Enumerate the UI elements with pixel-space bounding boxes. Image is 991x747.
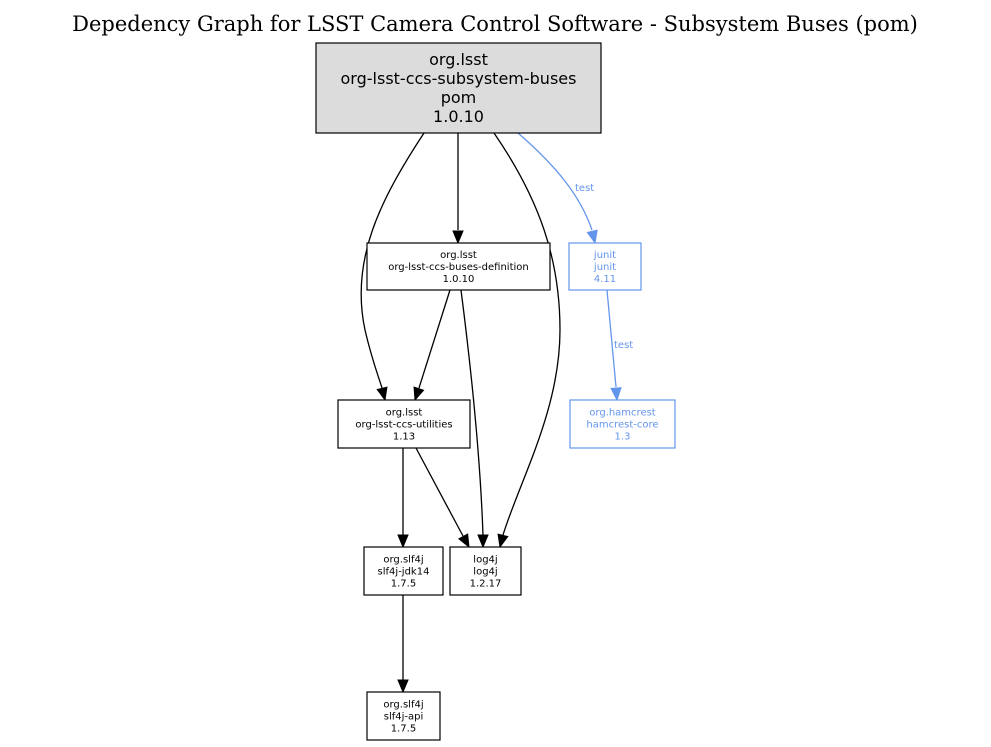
nodes-layer: org.lsstorg-lsst-ccs-subsystem-busespom1… <box>315 42 676 741</box>
node-box <box>366 242 551 291</box>
edge-label: test <box>575 183 594 194</box>
edge-line <box>418 289 451 389</box>
node-group-id: org.lsst <box>386 408 423 419</box>
edge-line <box>460 289 484 536</box>
node-box <box>315 42 602 134</box>
node-version: 1.3 <box>615 432 631 443</box>
node-group-id: log4j <box>473 555 497 566</box>
edge-line <box>493 132 561 536</box>
node-box <box>337 399 471 449</box>
node-artifact-id: slf4j-api <box>384 712 424 723</box>
edge-line <box>606 289 617 388</box>
edge-line <box>517 132 593 231</box>
arrowhead <box>397 679 409 694</box>
arrowhead <box>610 387 622 402</box>
arrowhead <box>586 229 598 245</box>
edge-ccs-utilities-to-log4j <box>415 447 470 549</box>
arrowhead <box>457 533 470 549</box>
node-artifact-id: org-lsst-ccs-subsystem-buses <box>341 69 577 88</box>
node-group-id: org.lsst <box>440 250 477 261</box>
node-version: 1.0.10 <box>433 107 484 126</box>
edge-buses-definition-to-ccs-utilities <box>413 289 451 402</box>
node-artifact-id: hamcrest-core <box>586 420 658 431</box>
arrowhead <box>477 534 489 549</box>
edge-line <box>415 447 464 537</box>
edge-root-to-log4j <box>493 132 561 549</box>
node-artifact-id: junit <box>593 262 616 273</box>
node-box <box>366 691 441 741</box>
node-packaging: pom <box>441 88 477 107</box>
arrowhead <box>497 533 509 549</box>
node-group-id: org.slf4j <box>383 700 423 711</box>
node-box <box>449 546 522 596</box>
edge-junit-to-hamcrest-core: test <box>606 289 633 402</box>
edge-label: test <box>614 340 633 351</box>
node-box <box>568 242 642 291</box>
edge-slf4j-jdk14-to-slf4j-api <box>397 595 409 694</box>
node-version: 4.11 <box>594 274 616 285</box>
node-group-id: junit <box>593 250 616 261</box>
edge-root-to-buses-definition <box>452 133 464 245</box>
edges-layer: test test <box>360 132 633 694</box>
node-box <box>569 399 676 449</box>
node-buses-definition[interactable]: org.lsstorg-lsst-ccs-buses-definition1.0… <box>366 242 551 291</box>
node-group-id: org.slf4j <box>383 555 423 566</box>
arrowhead <box>452 230 464 245</box>
node-artifact-id: org-lsst-ccs-buses-definition <box>388 262 529 273</box>
arrowhead <box>397 534 409 549</box>
graph-title: Depedency Graph for LSST Camera Control … <box>72 12 918 36</box>
edge-line <box>360 132 425 389</box>
node-root[interactable]: org.lsstorg-lsst-ccs-subsystem-busespom1… <box>315 42 602 134</box>
node-artifact-id: log4j <box>473 567 497 578</box>
node-version: 1.7.5 <box>391 724 416 735</box>
node-version: 1.0.10 <box>443 274 475 285</box>
node-group-id: org.lsst <box>429 50 488 69</box>
arrowhead <box>413 386 425 402</box>
edge-root-to-ccs-utilities <box>360 132 425 402</box>
node-artifact-id: org-lsst-ccs-utilities <box>355 420 452 431</box>
node-version: 1.7.5 <box>391 579 416 590</box>
node-version: 1.13 <box>393 432 415 443</box>
arrowhead <box>376 386 388 402</box>
node-version: 1.2.17 <box>470 579 502 590</box>
edge-root-to-junit: test <box>517 132 598 245</box>
edge-ccs-utilities-to-slf4j-jdk14 <box>397 448 409 549</box>
node-box <box>363 546 444 596</box>
edge-buses-definition-to-log4j <box>460 289 489 549</box>
node-artifact-id: slf4j-jdk14 <box>378 567 430 578</box>
node-group-id: org.hamcrest <box>589 408 656 419</box>
